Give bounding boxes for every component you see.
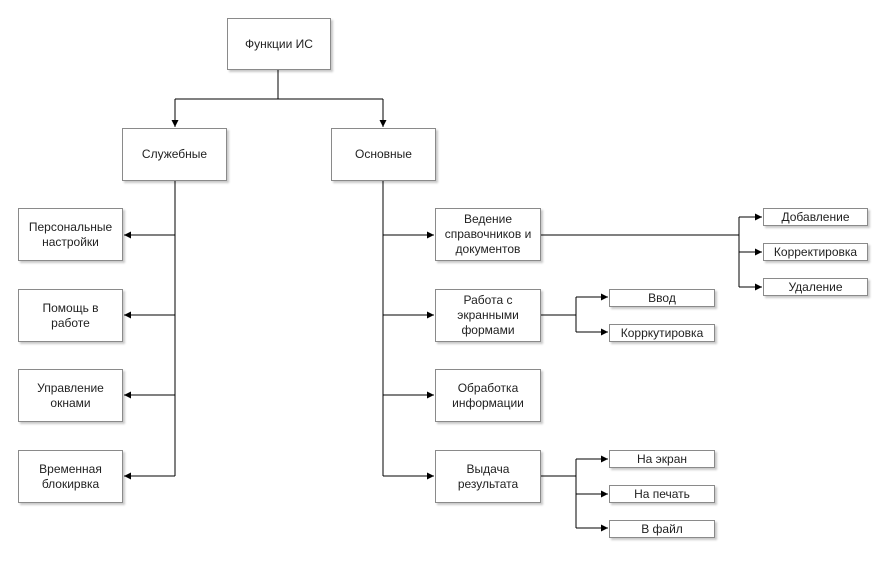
leaf-input-label: Ввод (648, 290, 676, 305)
leaf-delete-label: Удаление (788, 279, 843, 294)
node-window-management: Управление окнами (18, 369, 123, 422)
leaf-add: Добавление (763, 208, 868, 226)
connector-forms-trunk (541, 297, 577, 332)
leaf-to-file: В файл (609, 520, 715, 538)
leaf-to-screen: На экран (609, 450, 715, 468)
node-help: Помощь в работе (18, 289, 123, 342)
node-window-management-label: Управление окнами (37, 380, 104, 410)
node-processing: Обработка информации (435, 369, 541, 422)
connector-directories-trunk (541, 217, 740, 287)
node-service: Служебные (122, 128, 227, 181)
node-service-label: Служебные (141, 147, 208, 161)
node-directories-label: Ведение справочников и документов (444, 212, 532, 256)
node-personal-settings-label: Персональные настройки (28, 219, 113, 249)
leaf-to-print: На печать (609, 485, 715, 503)
node-directories: Ведение справочников и документов (435, 208, 541, 261)
leaf-to-print-label: На печать (634, 486, 690, 501)
connector-root (175, 70, 383, 100)
connector-output-trunk (541, 459, 577, 528)
node-screen-forms-label: Работа с экранными формами (457, 293, 519, 337)
node-processing-label: Обработка информации (452, 380, 524, 410)
leaf-add-label: Добавление (781, 209, 850, 224)
leaf-to-screen-label: На экран (636, 451, 688, 466)
node-root-label: Функции ИС (245, 36, 313, 51)
node-main-label: Основные (355, 147, 412, 161)
leaf-correction-label: Корркутировка (620, 325, 704, 340)
node-root: Функции ИС (227, 18, 331, 70)
node-personal-settings: Персональные настройки (18, 208, 123, 261)
leaf-to-file-label: В файл (641, 521, 683, 536)
leaf-delete: Удаление (763, 278, 868, 296)
node-screen-forms: Работа с экранными формами (435, 289, 541, 342)
leaf-correct: Корректировка (763, 243, 868, 261)
node-temporary-lock-label: Временная блокирвка (39, 461, 102, 491)
leaf-input: Ввод (609, 289, 715, 307)
node-temporary-lock: Временная блокирвка (18, 450, 123, 503)
leaf-correction: Корркутировка (609, 324, 715, 342)
node-output-label: Выдача результата (457, 461, 519, 491)
leaf-correct-label: Корректировка (773, 244, 858, 259)
node-output: Выдача результата (435, 450, 541, 503)
node-main: Основные (331, 128, 436, 181)
node-help-label: Помощь в работе (42, 300, 99, 330)
